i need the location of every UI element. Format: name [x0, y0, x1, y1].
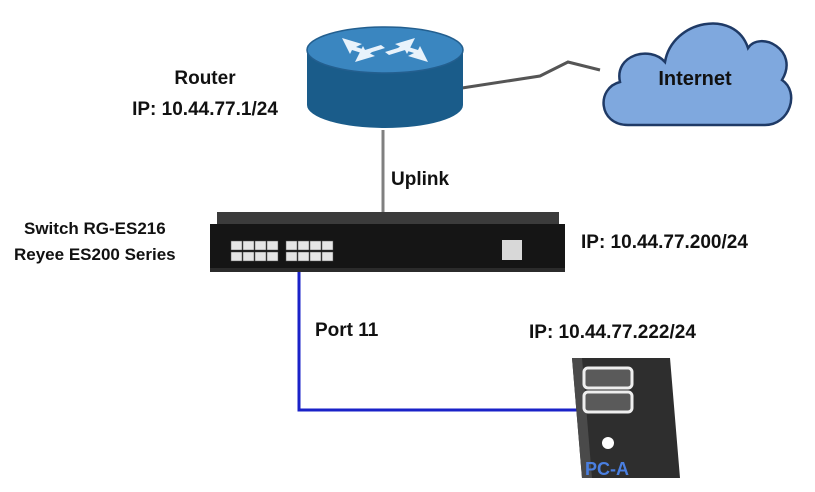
pc-ip-label: IP: 10.44.77.222/24	[529, 322, 696, 343]
switch-series-label: Reyee ES200 Series	[14, 245, 176, 264]
internet-cloud-icon	[602, 22, 793, 127]
switch-device-icon	[210, 212, 565, 272]
internet-link-line	[461, 60, 601, 90]
switch-model-label: Switch RG-ES216	[24, 219, 166, 238]
router-name-label: Router	[174, 68, 236, 89]
internet-label: Internet	[658, 68, 732, 90]
uplink-label: Uplink	[391, 169, 450, 190]
port-label: Port 11	[315, 320, 379, 341]
port11-link-line	[297, 247, 582, 412]
router-icon	[306, 26, 464, 128]
pc-tower-icon	[572, 358, 680, 478]
pc-name-label: PC-A	[585, 459, 629, 479]
router-ip-label: IP: 10.44.77.1/24	[132, 99, 278, 120]
switch-ip-label: IP: 10.44.77.200/24	[581, 232, 748, 253]
